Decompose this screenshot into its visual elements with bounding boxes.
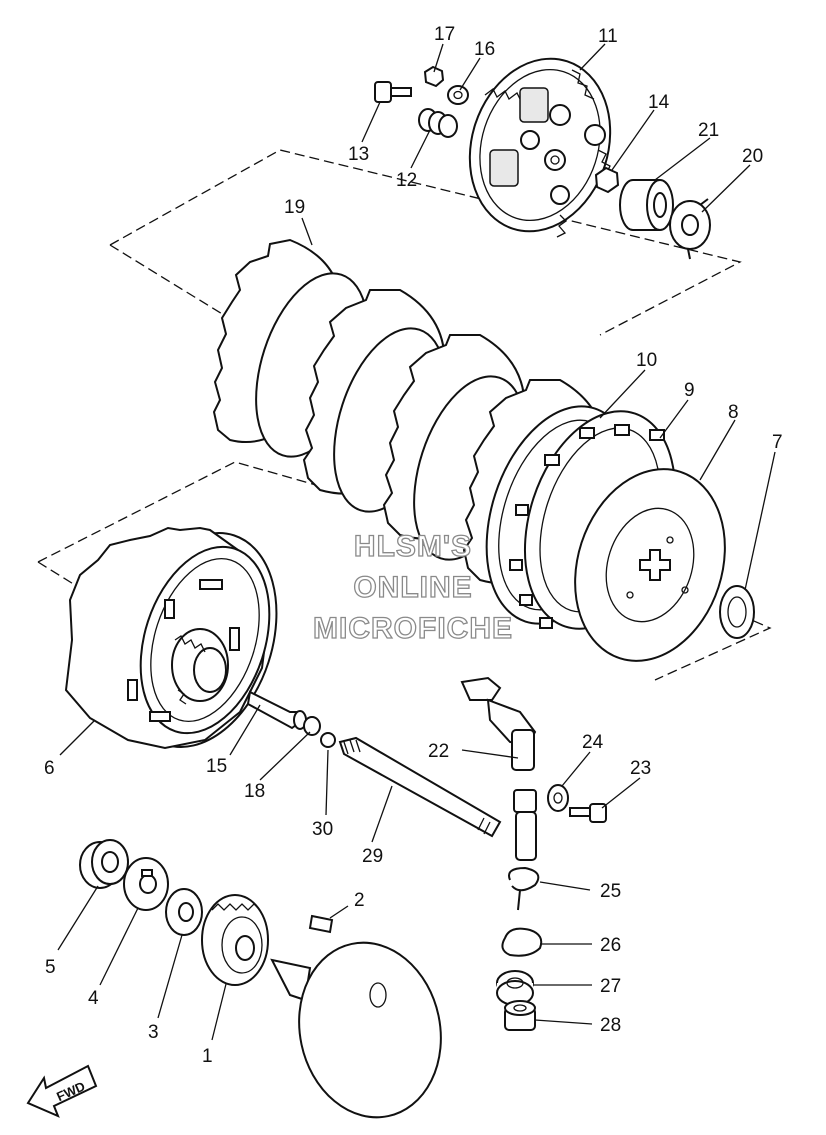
callout-3: 3 (148, 1022, 159, 1043)
spring-25 (508, 866, 540, 911)
watermark-line-2: ONLINE (353, 571, 472, 604)
callout-19: 19 (284, 197, 305, 218)
bolt-23 (569, 803, 607, 823)
callout-17: 17 (434, 24, 455, 45)
spring-12 (418, 108, 458, 138)
watermark-line-3: MICROFICHE (313, 612, 513, 645)
lower-assembly-plane (37, 461, 772, 681)
circlip-26 (501, 927, 543, 957)
clutch-plate-8 (574, 468, 726, 662)
primary-drive-gear-1 (201, 894, 269, 986)
callout-4: 4 (88, 988, 99, 1009)
callout-30: 30 (312, 819, 333, 840)
pressure-plate (468, 57, 614, 238)
callout-11: 11 (598, 26, 618, 47)
callout-labels: 17 16 11 13 12 14 21 20 19 10 9 8 7 6 15… (44, 24, 783, 1067)
nut-14 (594, 166, 620, 194)
callout-2: 2 (354, 890, 365, 911)
callout-9: 9 (684, 380, 695, 401)
callout-7: 7 (772, 432, 783, 453)
upper-assembly-plane (109, 149, 742, 336)
bearing-28 (504, 1000, 536, 1031)
key-2 (308, 914, 334, 934)
fwd-direction-arrow: FWD (26, 1064, 98, 1118)
callout-6: 6 (44, 758, 55, 779)
callout-15: 15 (206, 756, 227, 777)
nut-17 (423, 65, 445, 88)
callout-26: 26 (600, 935, 621, 956)
watermark: HLSM'S ONLINE MICROFICHE (312, 529, 513, 645)
lock-washer-4 (123, 857, 169, 911)
oil-seal-27 (496, 970, 534, 1006)
ball-30 (320, 732, 336, 748)
callout-28: 28 (600, 1015, 621, 1036)
washer-16 (447, 85, 469, 105)
nut-5 (79, 839, 129, 889)
circlip-7 (719, 585, 755, 639)
washer-3 (165, 888, 203, 936)
friction-plates-19 (212, 238, 606, 585)
push-lever-22 (460, 676, 537, 861)
callout-10: 10 (636, 350, 657, 371)
callout-16: 16 (474, 39, 495, 60)
callout-22: 22 (428, 741, 449, 762)
callout-23: 23 (630, 758, 651, 779)
callout-12: 12 (396, 170, 417, 191)
callout-21: 21 (698, 120, 719, 141)
washer-24 (547, 784, 569, 812)
push-piece-18 (303, 716, 321, 736)
callout-13: 13 (348, 144, 369, 165)
callout-14: 14 (648, 92, 670, 113)
push-rod-29 (338, 736, 502, 838)
clutch-housing-6 (64, 526, 278, 750)
callout-29: 29 (362, 846, 383, 867)
callout-5: 5 (45, 957, 56, 978)
bolt-13 (374, 81, 412, 103)
callout-24: 24 (582, 732, 604, 753)
crankshaft (270, 941, 442, 1119)
lock-washer-20 (669, 198, 711, 260)
leader-lines (57, 43, 776, 1041)
watermark-line-1: HLSM'S (354, 530, 472, 563)
push-rod-15 (246, 690, 307, 730)
bearing-21 (619, 179, 674, 231)
callout-1: 1 (202, 1046, 213, 1067)
callout-8: 8 (728, 402, 739, 423)
callout-27: 27 (600, 976, 621, 997)
callout-18: 18 (244, 781, 265, 802)
callout-20: 20 (742, 146, 763, 167)
callout-25: 25 (600, 881, 621, 902)
